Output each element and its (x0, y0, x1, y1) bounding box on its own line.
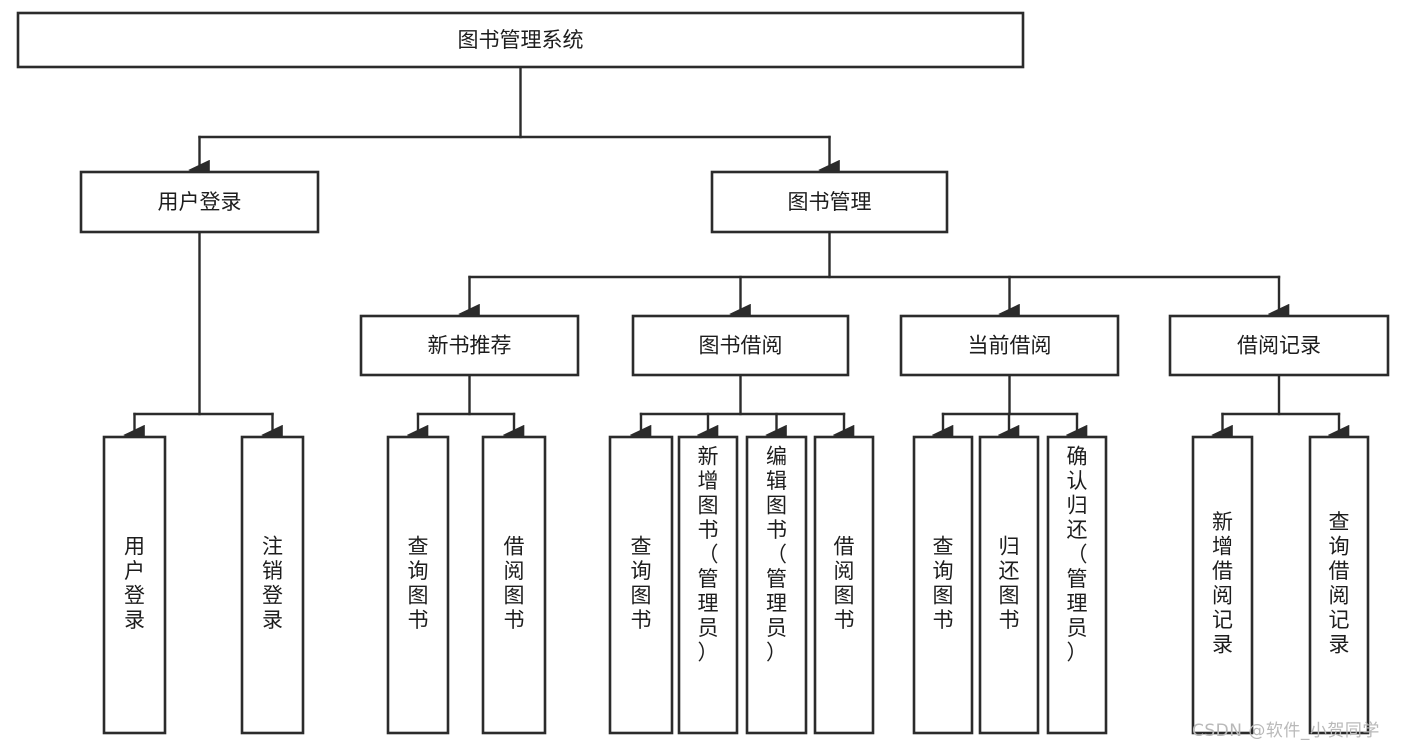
node-leaf-user-login[interactable]: 用户登录 (102, 435, 167, 735)
leaf-borrow-book-1-box[interactable] (481, 435, 547, 735)
node-book-borrow[interactable]: 图书借阅 (631, 314, 850, 377)
book-borrow-label: 图书借阅 (699, 334, 783, 358)
node-leaf-query-book-3[interactable]: 查询图书 (912, 435, 974, 735)
borrow-record-box[interactable] (1168, 314, 1390, 377)
leaf-add-borrow-record-box[interactable] (1191, 435, 1254, 735)
node-leaf-add-borrow-record[interactable]: 新增借阅记录 (1191, 435, 1254, 735)
connector-group-book-manage (470, 230, 1280, 314)
user-login-box[interactable] (79, 170, 320, 234)
book-borrow-box[interactable] (631, 314, 850, 377)
node-leaf-add-book[interactable]: 新增图书（管理员） (677, 435, 739, 735)
root-box[interactable] (16, 11, 1025, 69)
edges-layer (135, 65, 1340, 435)
borrow-record-label: 借阅记录 (1237, 334, 1321, 358)
leaf-query-book-2-label: 查询图书 (631, 535, 652, 633)
leaf-user-login-box[interactable] (102, 435, 167, 735)
leaf-query-book-1-label: 查询图书 (408, 535, 429, 633)
node-current-borrow[interactable]: 当前借阅 (899, 314, 1120, 377)
node-leaf-edit-book[interactable]: 编辑图书（管理员） (745, 435, 808, 735)
leaf-edit-book-box[interactable] (745, 435, 808, 735)
leaf-query-book-3-label: 查询图书 (933, 535, 954, 633)
root-label: 图书管理系统 (458, 28, 584, 52)
leaf-add-borrow-record-label: 新增借阅记录 (1212, 510, 1233, 657)
leaf-borrow-book-2-label: 借阅图书 (834, 535, 855, 633)
new-book-recommend-box[interactable] (359, 314, 580, 377)
book-manage-label: 图书管理 (788, 190, 872, 214)
leaf-confirm-return-label: 确认归还（管理员） (1067, 445, 1088, 665)
leaf-edit-book-label: 编辑图书（管理员） (766, 445, 787, 665)
leaf-return-book-box[interactable] (978, 435, 1040, 735)
user-login-label: 用户登录 (158, 190, 242, 214)
node-leaf-query-borrow-record[interactable]: 查询借阅记录 (1308, 435, 1370, 735)
leaf-query-borrow-record-label: 查询借阅记录 (1329, 510, 1350, 657)
nodes-layer: 图书管理系统用户登录图书管理新书推荐图书借阅当前借阅借阅记录用户登录注销登录查询… (16, 11, 1390, 735)
connector-group-new-book-recommend (418, 373, 514, 435)
current-borrow-label: 当前借阅 (968, 334, 1052, 358)
node-root[interactable]: 图书管理系统 (16, 11, 1025, 69)
leaf-add-book-box[interactable] (677, 435, 739, 735)
leaf-query-book-1-box[interactable] (386, 435, 450, 735)
book-manage-box[interactable] (710, 170, 949, 234)
connector-group-current-borrow (943, 373, 1077, 435)
leaf-confirm-return-box[interactable] (1046, 435, 1108, 735)
node-leaf-borrow-book-2[interactable]: 借阅图书 (813, 435, 875, 735)
leaf-query-book-3-box[interactable] (912, 435, 974, 735)
leaf-borrow-book-2-box[interactable] (813, 435, 875, 735)
node-leaf-borrow-book-1[interactable]: 借阅图书 (481, 435, 547, 735)
current-borrow-box[interactable] (899, 314, 1120, 377)
leaf-query-borrow-record-box[interactable] (1308, 435, 1370, 735)
leaf-return-book-label: 归还图书 (999, 535, 1020, 633)
node-borrow-record[interactable]: 借阅记录 (1168, 314, 1390, 377)
leaf-user-logout-box[interactable] (240, 435, 305, 735)
node-leaf-query-book-1[interactable]: 查询图书 (386, 435, 450, 735)
node-leaf-return-book[interactable]: 归还图书 (978, 435, 1040, 735)
leaf-user-logout-label: 注销登录 (262, 535, 283, 633)
connector-group-user-login (135, 230, 273, 435)
connector-group-borrow-record (1223, 373, 1340, 435)
leaf-add-book-label: 新增图书（管理员） (698, 445, 719, 665)
node-leaf-query-book-2[interactable]: 查询图书 (608, 435, 674, 735)
leaf-user-login-label: 用户登录 (124, 535, 145, 633)
connector-group-book-borrow (641, 373, 844, 435)
new-book-recommend-label: 新书推荐 (428, 334, 512, 358)
leaf-borrow-book-1-label: 借阅图书 (504, 535, 525, 633)
csdn-watermark: CSDN @软件_小贺同学 (1192, 721, 1380, 741)
node-book-manage[interactable]: 图书管理 (710, 170, 949, 234)
node-leaf-confirm-return[interactable]: 确认归还（管理员） (1046, 435, 1108, 735)
node-user-login[interactable]: 用户登录 (79, 170, 320, 234)
node-new-book-recommend[interactable]: 新书推荐 (359, 314, 580, 377)
connector-group-root (200, 65, 830, 170)
node-leaf-user-logout[interactable]: 注销登录 (240, 435, 305, 735)
leaf-query-book-2-box[interactable] (608, 435, 674, 735)
